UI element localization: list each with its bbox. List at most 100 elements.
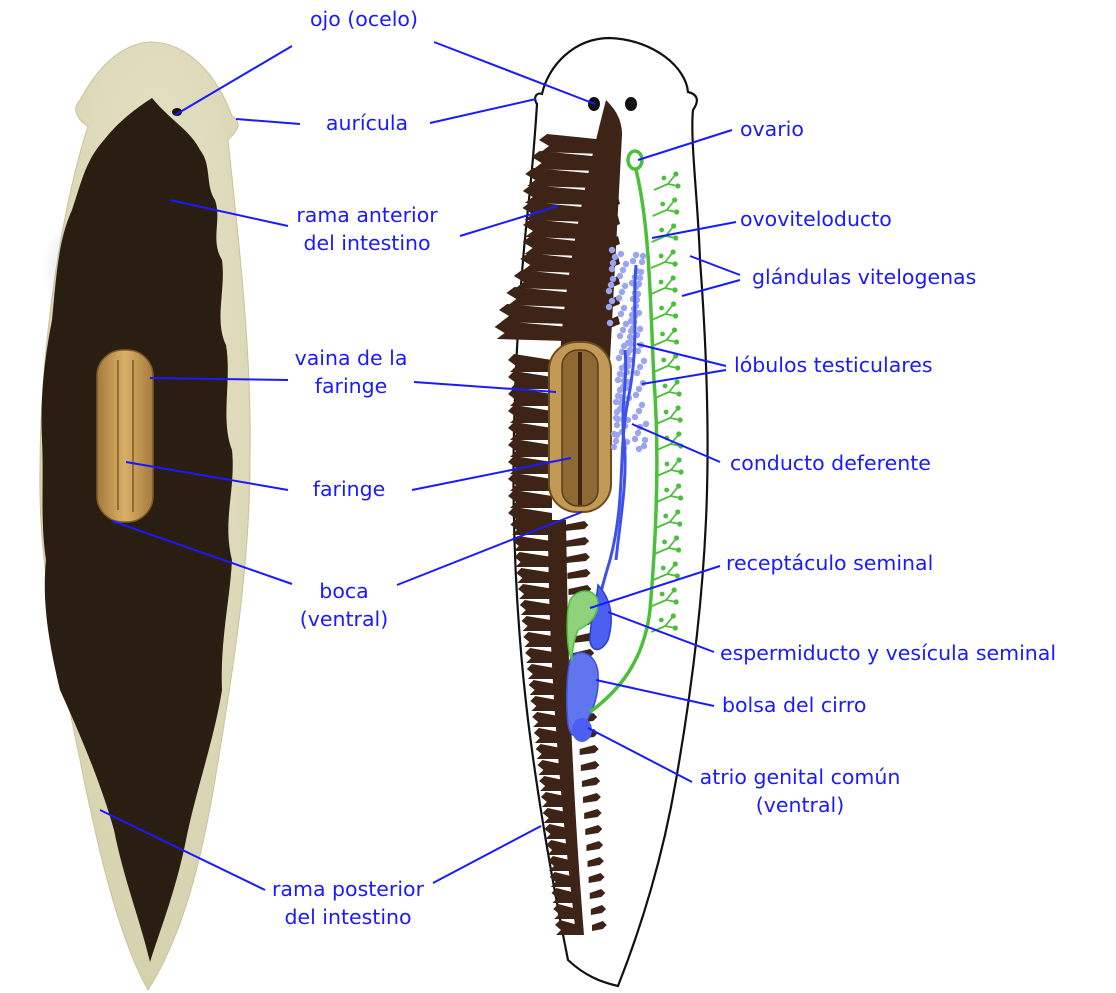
testicular-lobule (617, 333, 623, 339)
testicular-lobule (641, 443, 647, 449)
testicular-lobule (613, 399, 619, 405)
leader-auricula-left (236, 119, 300, 124)
testicular-lobule (633, 252, 639, 258)
vitelline-gland (671, 301, 676, 306)
vitelline-gland (675, 573, 680, 578)
vitelline-gland (661, 566, 666, 571)
testicular-lobule (619, 289, 625, 295)
testicular-lobule (627, 347, 633, 353)
vitelline-gland (673, 171, 678, 176)
vitelline-gland (673, 625, 678, 630)
testicular-lobule (618, 251, 624, 257)
label-ovoviteloducto: ovoviteloducto (740, 206, 892, 233)
vitelline-gland (670, 275, 675, 280)
vitelline-gland (659, 306, 664, 311)
vitelline-gland (662, 176, 667, 181)
vitelline-gland (662, 540, 667, 545)
vitelline-gland (665, 462, 670, 467)
vitelline-gland (675, 365, 680, 370)
testicular-lobule (642, 437, 648, 443)
vitelline-gland (663, 514, 668, 519)
testicular-lobule (634, 370, 640, 376)
testicular-lobule (630, 258, 636, 264)
vitelline-gland (671, 223, 676, 228)
testicular-lobule (612, 254, 618, 260)
vitelline-gland (664, 488, 669, 493)
testicular-lobule (633, 392, 639, 398)
testicular-lobule (606, 288, 612, 294)
testicular-lobule (632, 414, 638, 420)
vitelline-gland (674, 599, 679, 604)
vitelline-gland (674, 535, 679, 540)
leader-rama-posterior-right (433, 826, 541, 883)
vitelline-gland (673, 235, 678, 240)
testicular-lobule (625, 340, 631, 346)
testicular-lobule (613, 415, 619, 421)
testicular-lobule (610, 276, 616, 282)
vitelline-gland (677, 521, 682, 526)
testicular-lobule (637, 364, 643, 370)
testicular-lobule (609, 247, 615, 253)
testicular-lobule (620, 267, 626, 273)
testicular-lobule (614, 422, 620, 428)
testicular-lobule (637, 326, 643, 332)
vitelline-gland (674, 339, 679, 344)
vitelline-gland (674, 209, 679, 214)
label-conducto-deferente: conducto deferente (730, 450, 931, 477)
label-espermiducto-vesicula: espermiducto y vesícula seminal (720, 640, 1056, 667)
label-atrio-genital-1: atrio genital común (700, 764, 901, 791)
testicular-lobule (620, 327, 626, 333)
vitelline-gland (675, 183, 680, 188)
vitelline-gland (659, 618, 664, 623)
label-ojo-ocelo: ojo (ocelo) (310, 6, 418, 33)
label-boca-1: boca (319, 578, 368, 605)
planarian-schematic (495, 38, 708, 986)
label-rama-posterior-2: del intestino (284, 904, 411, 931)
testicular-lobule (609, 298, 615, 304)
testicular-lobule (615, 377, 621, 383)
testicular-lobule (615, 393, 621, 399)
common-genital-atrium (572, 718, 592, 742)
testicular-lobule (607, 320, 613, 326)
testicular-lobule (632, 436, 638, 442)
vitelline-gland (664, 410, 669, 415)
testicular-lobule (606, 304, 612, 310)
testicular-lobule (617, 371, 623, 377)
vitelline-gland (673, 313, 678, 318)
eye-icon (625, 97, 637, 111)
testicular-lobule (608, 282, 614, 288)
label-rama-anterior-2: del intestino (303, 230, 430, 257)
vitelline-gland (678, 469, 683, 474)
schematic-pharynx (549, 342, 611, 512)
vitelline-gland (676, 391, 681, 396)
vitelline-gland (674, 379, 679, 384)
vitelline-gland (678, 495, 683, 500)
vitelline-gland (659, 254, 664, 259)
label-boca-2: (ventral) (300, 606, 388, 633)
vitelline-gland (676, 483, 681, 488)
testicular-lobule (611, 431, 617, 437)
vitelline-gland (672, 197, 677, 202)
vitelline-gland (673, 561, 678, 566)
vitelline-gland (660, 332, 665, 337)
testicular-lobule (609, 266, 615, 272)
vitelline-gland (663, 384, 668, 389)
testicular-lobule (617, 273, 623, 279)
vitelline-gland (672, 587, 677, 592)
testicular-lobule (616, 295, 622, 301)
testicular-lobule (636, 408, 642, 414)
label-rama-anterior-1: rama anterior (296, 202, 437, 229)
vitelline-gland (675, 509, 680, 514)
testicular-lobule (636, 281, 642, 287)
vitelline-gland (676, 405, 681, 410)
label-glandulas-vitelogenas: glándulas vitelogenas (752, 264, 976, 291)
vitelline-gland (676, 547, 681, 552)
label-vaina-1: vaina de la (295, 345, 408, 372)
photo-pharynx-sheath (97, 350, 153, 522)
testicular-lobule (636, 310, 642, 316)
label-atrio-genital-2: (ventral) (756, 792, 844, 819)
vitelline-gland (671, 613, 676, 618)
vitelline-gland (676, 457, 681, 462)
vitelline-gland (660, 592, 665, 597)
